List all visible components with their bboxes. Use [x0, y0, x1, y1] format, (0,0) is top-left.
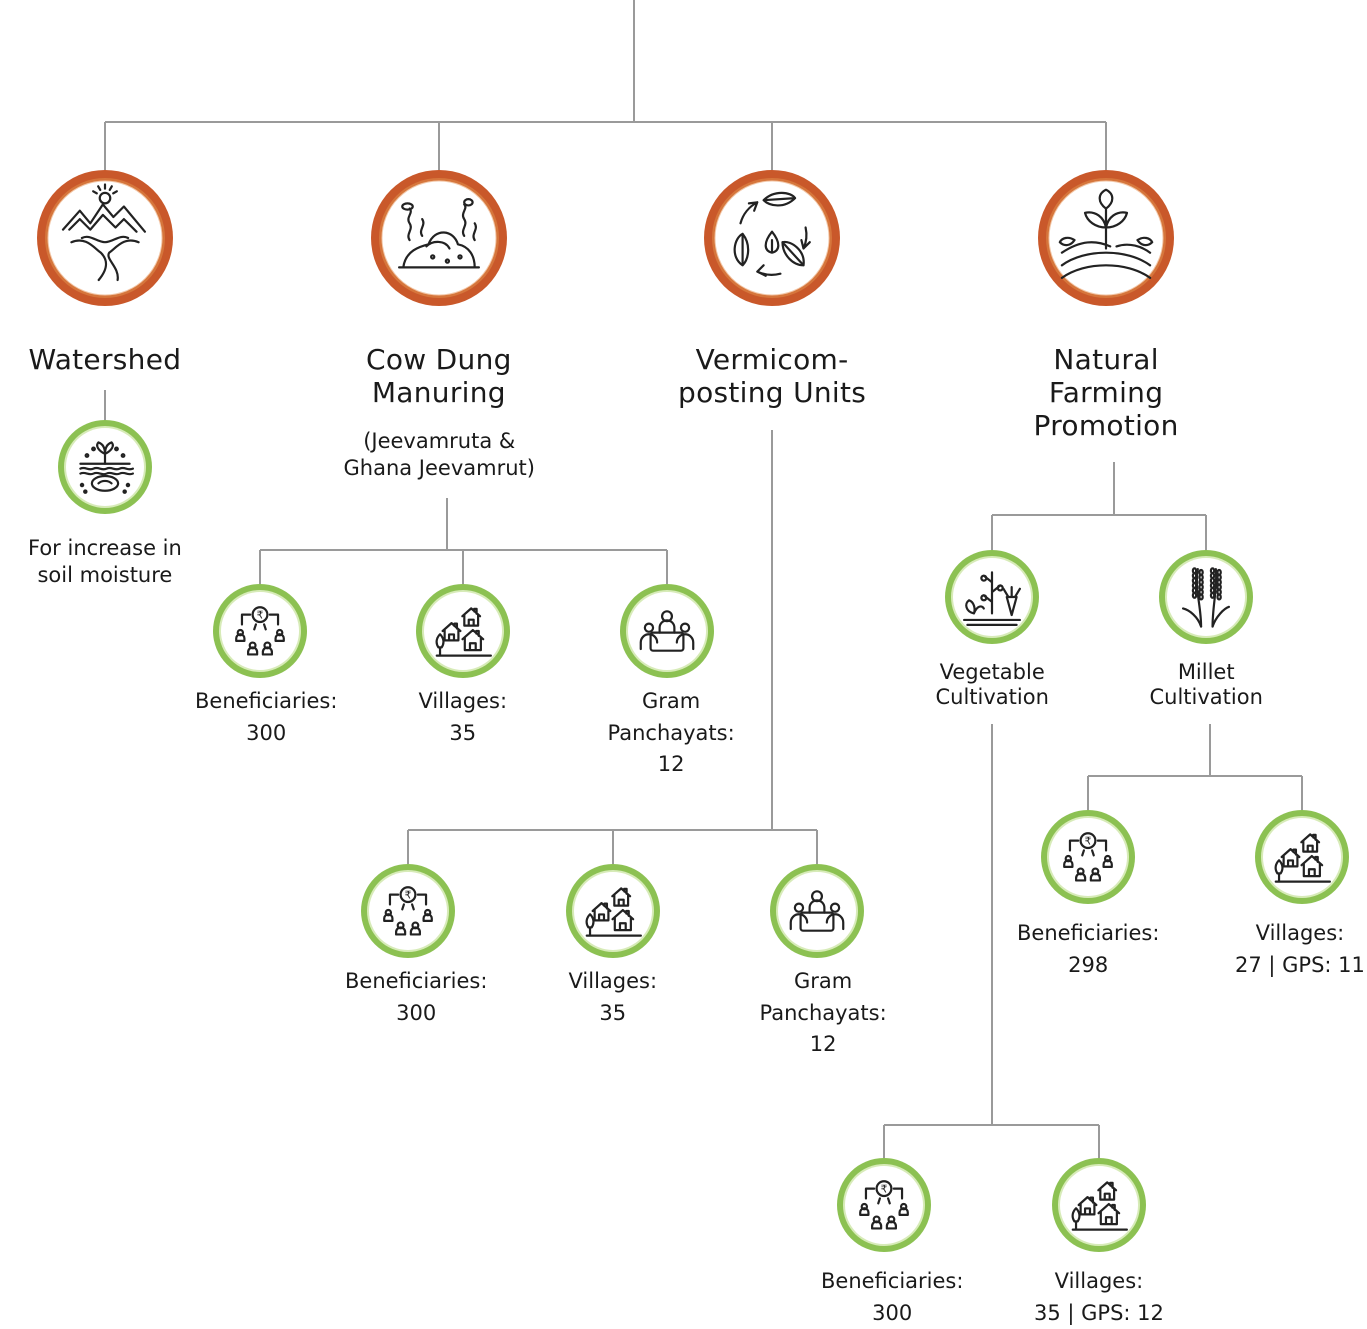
vermicomposting-stat-line: Gram	[760, 966, 887, 998]
millet-stat: Beneficiaries:298	[1017, 918, 1159, 981]
soil-moisture-text-line: soil moisture	[28, 562, 182, 589]
cow-dung-note-line: Ghana Jeevamrut)	[344, 455, 535, 482]
cow-dung-stat-line: 300	[195, 718, 337, 750]
millet-stat: Villages:27 | GPS: 11	[1235, 918, 1365, 981]
cow-dung-note: (Jeevamruta &Ghana Jeevamrut)	[344, 428, 535, 483]
vermicomposting-label-line: posting Units	[678, 377, 866, 410]
svg-text:₹: ₹	[1085, 835, 1092, 848]
millet-stat-line: Beneficiaries:	[1017, 918, 1159, 950]
cow-dung-stat-line: 35	[419, 718, 508, 750]
vermicomposting-stat: Villages:35	[569, 966, 658, 1029]
vermicomposting-stat: Beneficiaries:300	[345, 966, 487, 1029]
cow-dung-label-line: Cow Dung	[366, 344, 512, 377]
cow-dung-stat: Villages:35	[419, 686, 508, 749]
farming-child-label-line: Cultivation	[1150, 685, 1263, 710]
vegetable-stat-line: 35 | GPS: 12	[1034, 1298, 1164, 1329]
vermicomposting-stat-line: 35	[569, 998, 658, 1030]
farming-child-label-line: Vegetable	[936, 660, 1049, 685]
cow-dung-stat-line: Villages:	[419, 686, 508, 718]
cow-dung-stat-line: Beneficiaries:	[195, 686, 337, 718]
natural-farming-label-line: Natural	[1034, 344, 1179, 377]
cow-dung-stat: Beneficiaries:300	[195, 686, 337, 749]
cow-dung-stat-line: Gram	[608, 686, 735, 718]
vermicomposting-stat-line: 12	[760, 1029, 887, 1061]
vermicomposting-label-line: Vermicom-	[678, 344, 866, 377]
svg-text:₹: ₹	[257, 609, 264, 622]
millet-stat-line: 298	[1017, 950, 1159, 982]
svg-text:₹: ₹	[881, 1183, 888, 1196]
vermicomposting-stat-line: Villages:	[569, 966, 658, 998]
vegetable-stat: Villages:35 | GPS: 12	[1034, 1266, 1164, 1329]
vermicomposting-label: Vermicom-posting Units	[678, 344, 866, 410]
svg-text:₹: ₹	[405, 889, 412, 902]
vermicomposting-stat-line: 300	[345, 998, 487, 1030]
vermicomposting-stat-line: Beneficiaries:	[345, 966, 487, 998]
cow-dung-stat-line: 12	[608, 749, 735, 781]
cow-dung-note-line: (Jeevamruta &	[344, 428, 535, 455]
watershed-label: Watershed	[29, 344, 182, 377]
farming-child-label-line: Cultivation	[936, 685, 1049, 710]
natural-farming-label-line: Promotion	[1034, 410, 1179, 443]
soil-moisture-text-line: For increase in	[28, 535, 182, 562]
millet-stat-line: Villages:	[1235, 918, 1365, 950]
cow-dung-label-line: Manuring	[366, 377, 512, 410]
cow-dung-stat-line: Panchayats:	[608, 718, 735, 750]
vegetable-stat: Beneficiaries:300	[821, 1266, 963, 1329]
vegetable-stat-line: Beneficiaries:	[821, 1266, 963, 1298]
farming-child-label-line: Millet	[1150, 660, 1263, 685]
vermicomposting-stat-line: Panchayats:	[760, 998, 887, 1030]
vegetable-stat-line: 300	[821, 1298, 963, 1329]
millet-stat-line: 27 | GPS: 11	[1235, 950, 1365, 982]
watershed-label-line: Watershed	[29, 344, 182, 377]
natural-farming-label-line: Farming	[1034, 377, 1179, 410]
vegetable-stat-line: Villages:	[1034, 1266, 1164, 1298]
